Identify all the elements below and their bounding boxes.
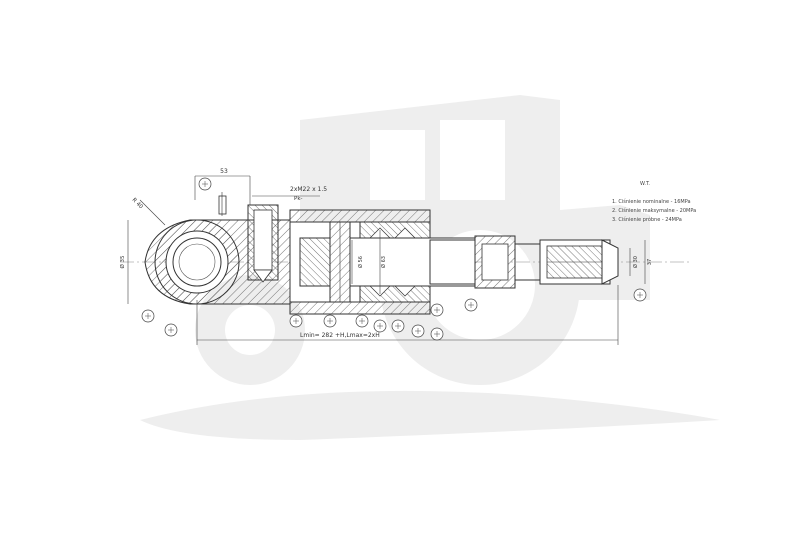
dim-port-label: Pk- (294, 196, 303, 202)
dim-53: 53 (220, 168, 228, 175)
gland (359, 221, 431, 303)
dim-thread-spec: 2xM22 x 1.5 (290, 186, 327, 193)
dim-rod-end-d: Ø 30 (632, 256, 639, 268)
balloon-crosses (145, 181, 643, 337)
dim-radius: R 40 (131, 197, 144, 210)
dim-rod-end-h: 37 (647, 259, 653, 265)
dim-bore-d1: Ø 56 (357, 256, 364, 268)
piston-rod (349, 237, 476, 287)
notes-header: W.T. (640, 181, 650, 187)
rod-eye (144, 219, 291, 305)
rod-coupling (474, 235, 540, 289)
port-boss (247, 204, 279, 283)
notes-line-2: 2. Ciśnienie maksymalne - 20MPa (612, 207, 696, 214)
dim-length-formula: Lmin= 282 +H,Lmax=2xH (300, 332, 380, 339)
technical-notes: W.T. 1. Ciśnienie nominalne - 16MPa 2. C… (612, 181, 696, 223)
notes-line-1: 1. Ciśnienie nominalne - 16MPa (612, 198, 691, 205)
dim-eye-diameter: Ø 35 (119, 255, 126, 269)
grease-nipple (218, 192, 227, 216)
piston (299, 221, 351, 303)
dimension-lines (127, 175, 646, 345)
rod-end-clevis (539, 239, 619, 285)
notes-line-3: 3. Ciśnienie próbne - 24MPa (612, 216, 682, 223)
dim-bore-d2: Ø 63 (380, 256, 387, 268)
